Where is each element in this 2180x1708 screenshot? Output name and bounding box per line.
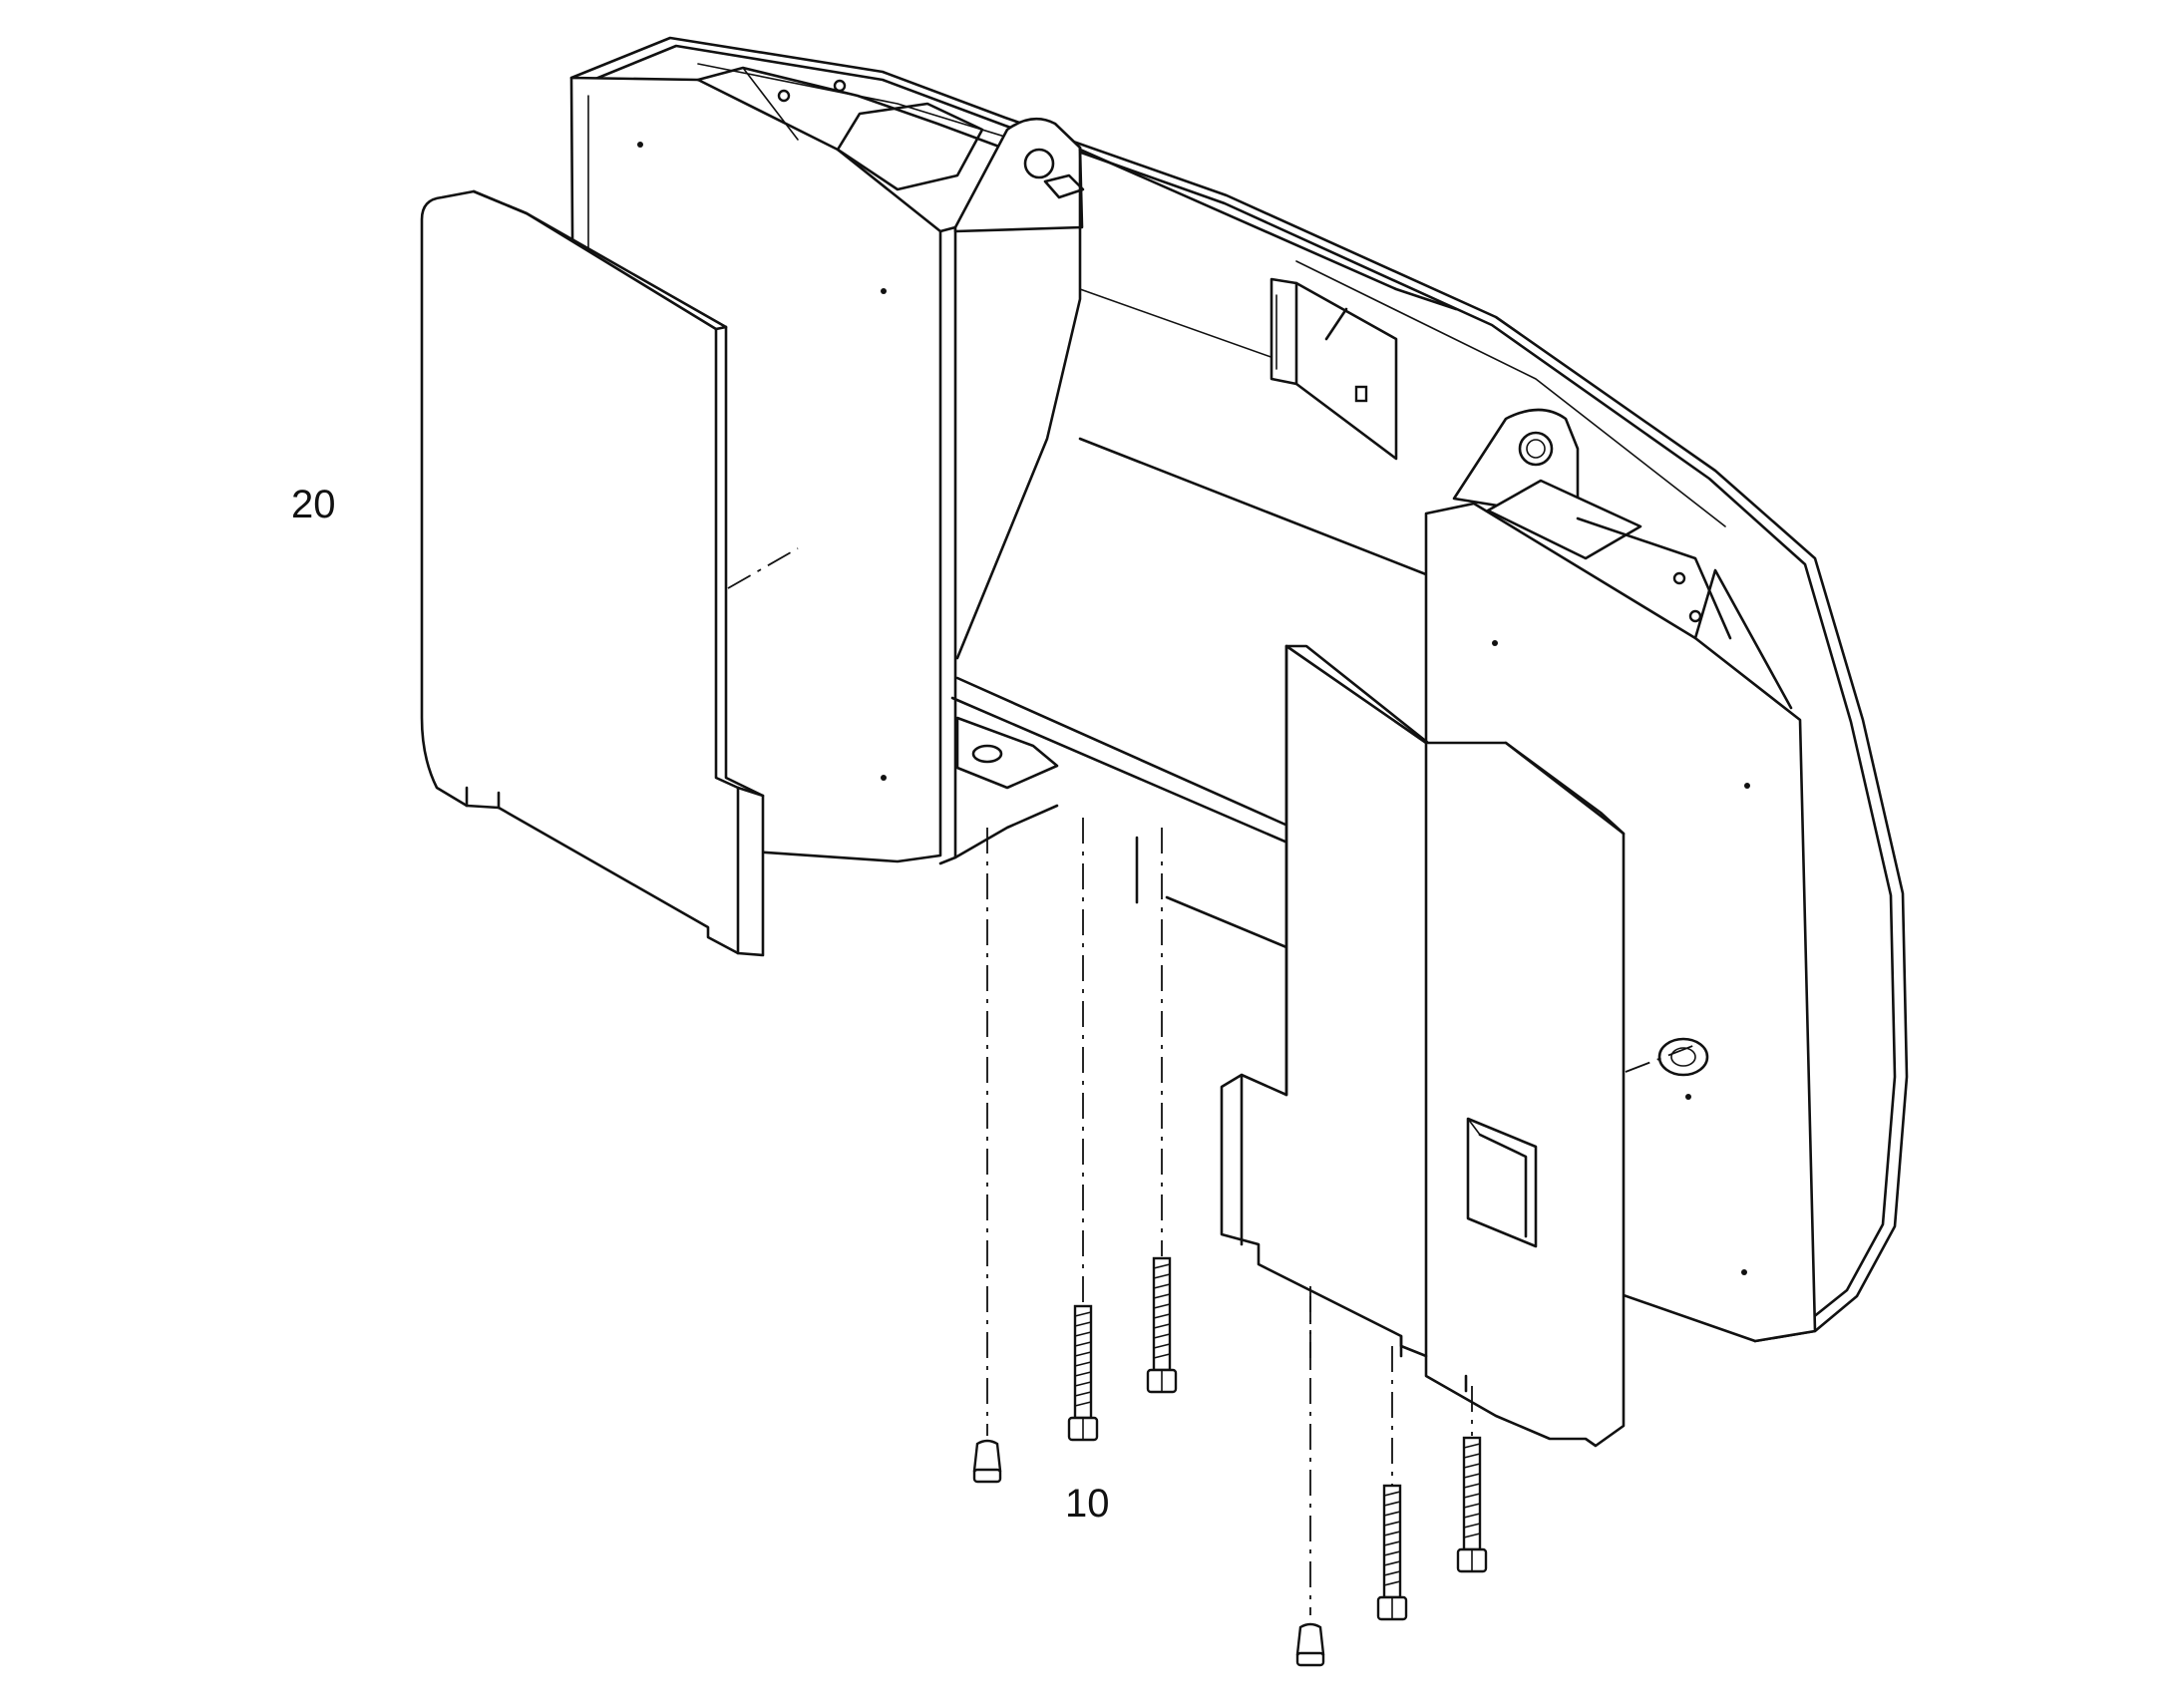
cap-nut-left <box>972 1439 1002 1484</box>
callout-label-10: 10 <box>1065 1482 1110 1526</box>
weight-plate-10 <box>1220 644 1626 1448</box>
bolt-2 <box>1146 1256 1178 1394</box>
weight-plate-20 <box>420 189 799 957</box>
fasteners <box>972 818 1488 1667</box>
bolt-3 <box>1376 1484 1408 1621</box>
cap-nut-right <box>1295 1622 1325 1667</box>
bolt-4 <box>1456 1436 1488 1573</box>
bolt-1 <box>1067 1304 1099 1442</box>
callout-label-20: 20 <box>291 483 336 526</box>
